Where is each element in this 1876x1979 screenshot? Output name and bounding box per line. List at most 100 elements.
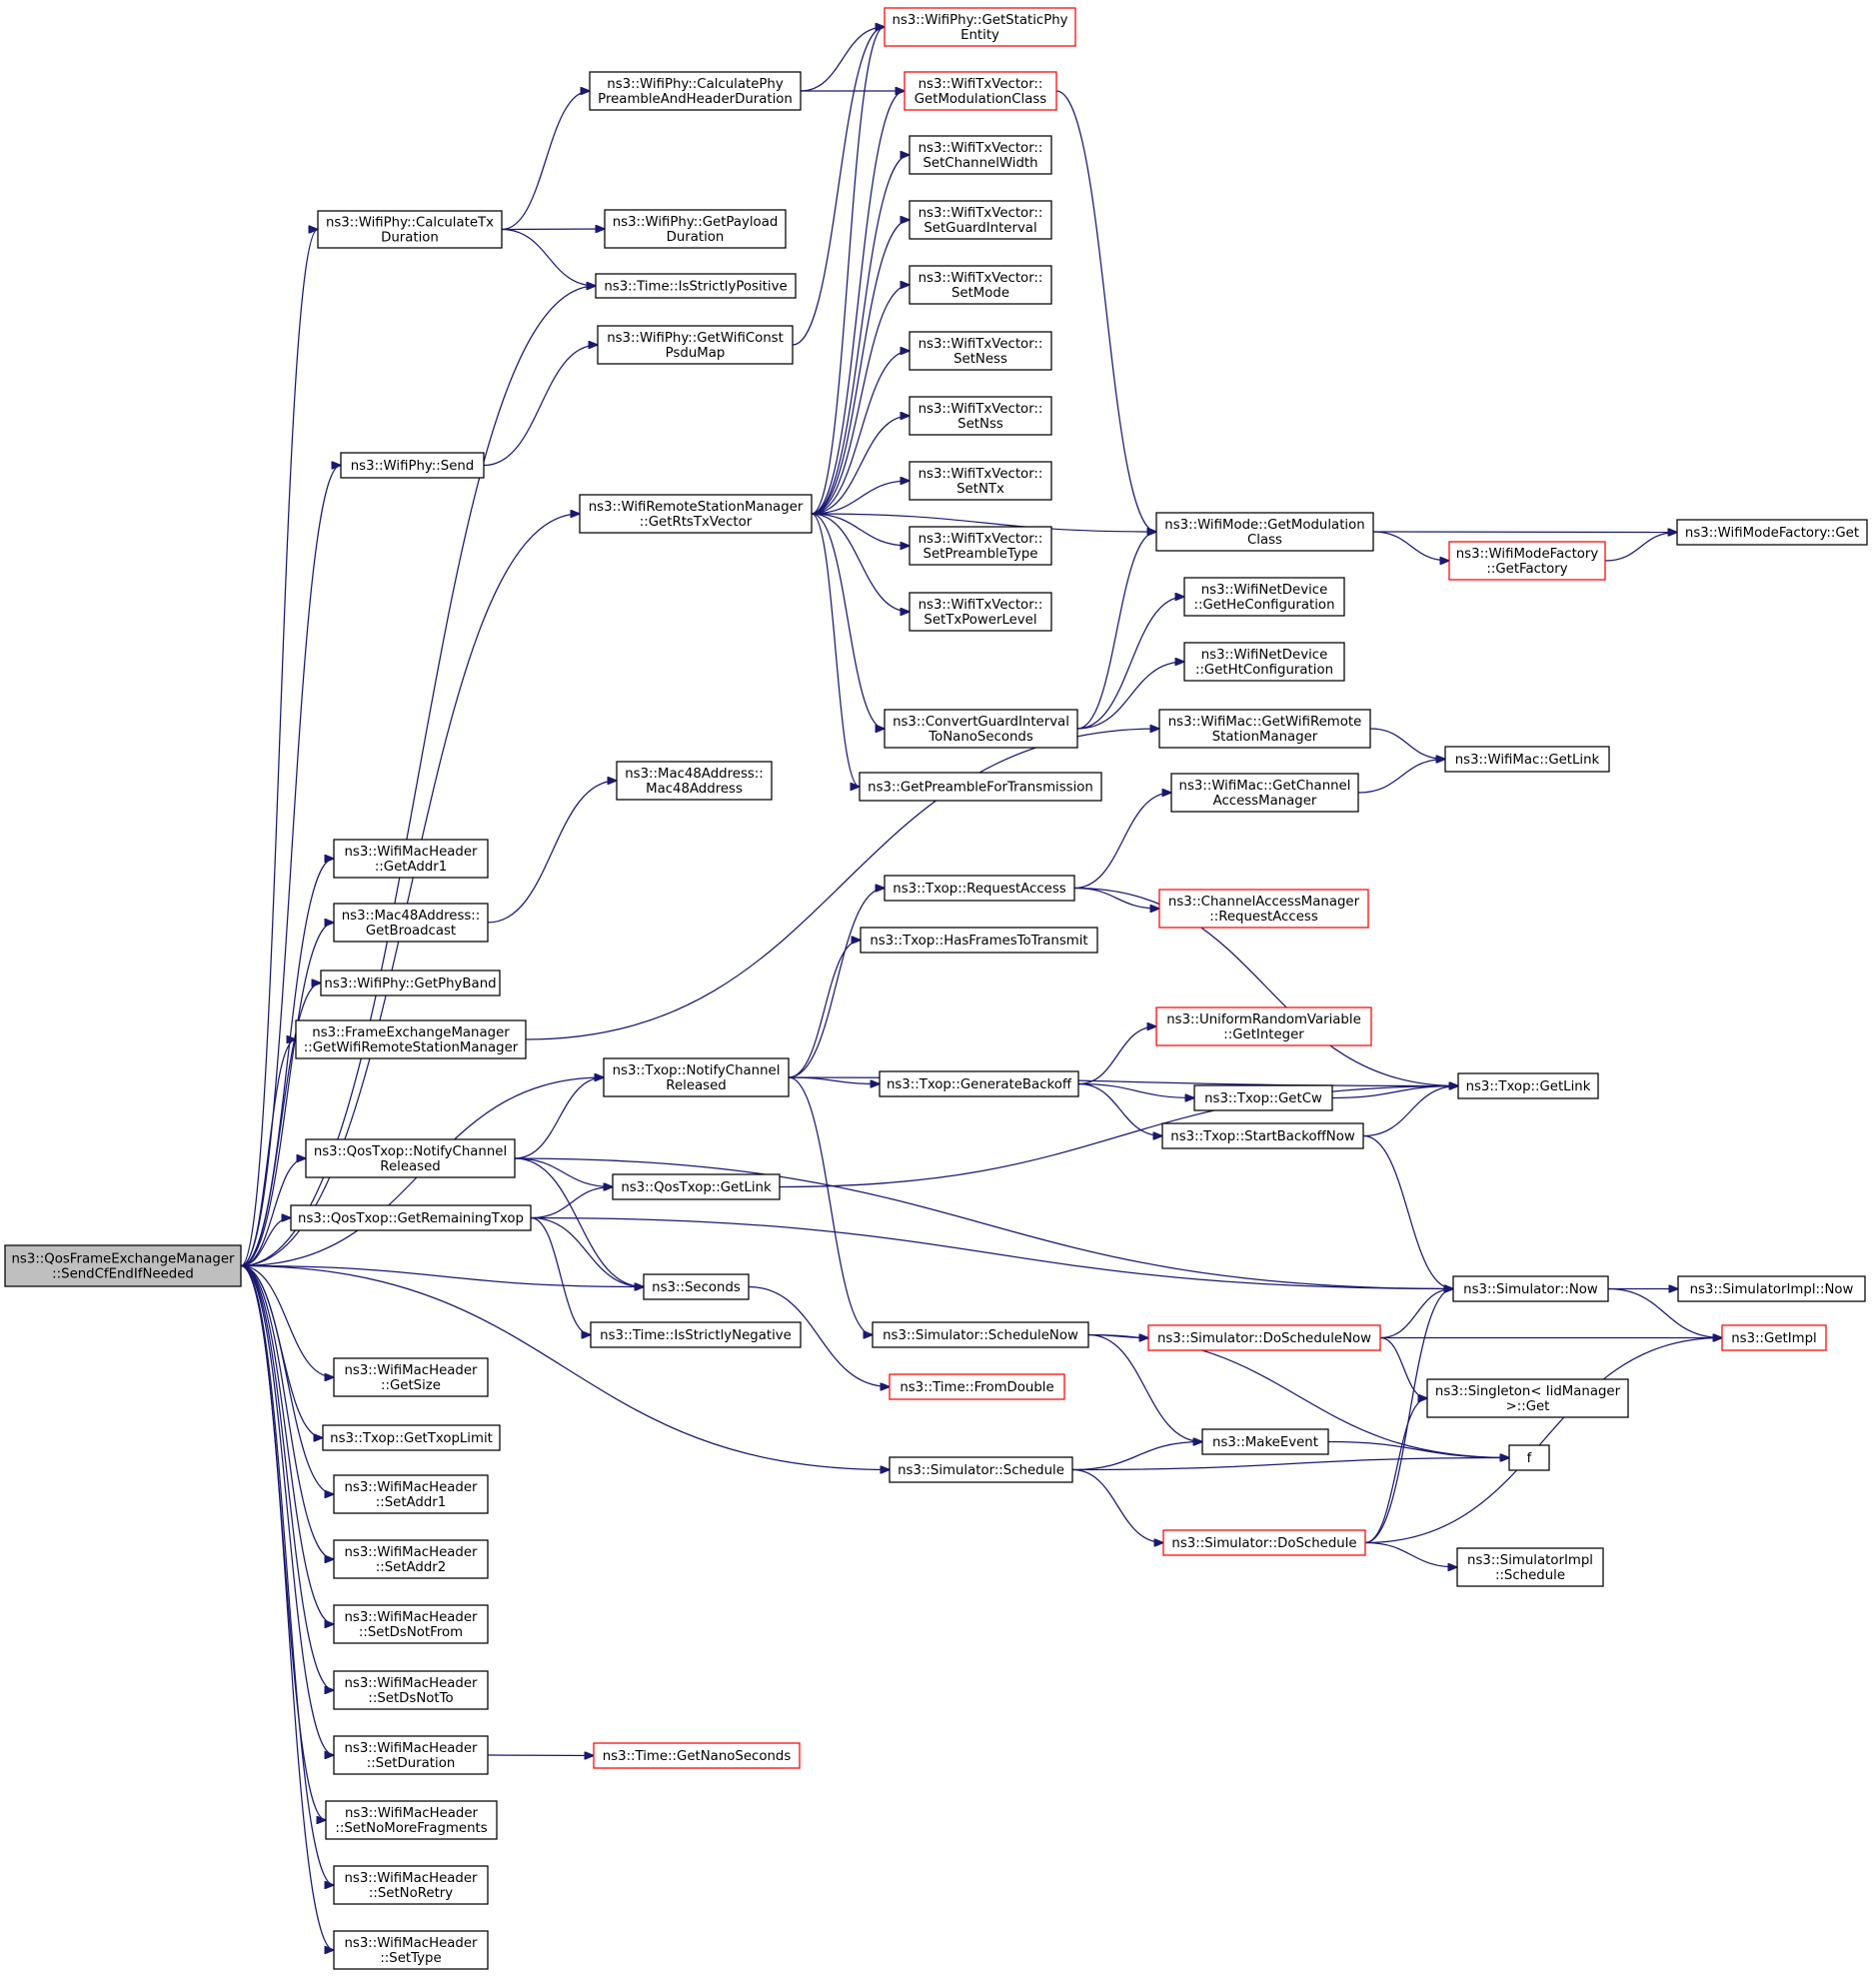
call-node-setNoMore[interactable]: ns3::WifiMacHeader::SetNoMoreFragments xyxy=(325,1800,498,1840)
edge-layer xyxy=(240,27,1722,1950)
call-node-setGI[interactable]: ns3::WifiTxVector::SetGuardInterval xyxy=(909,200,1052,240)
call-node-setTxPow[interactable]: ns3::WifiTxVector::SetTxPowerLevel xyxy=(909,592,1052,632)
node-box xyxy=(333,1930,489,1970)
call-node-seconds[interactable]: ns3::Seconds xyxy=(643,1273,750,1300)
node-label: ns3::WifiTxVector:: xyxy=(919,271,1043,286)
call-edge-convGI-to-getHt xyxy=(1076,662,1184,730)
node-box xyxy=(616,761,773,801)
call-node-simNow[interactable]: ns3::Simulator::Now xyxy=(1452,1275,1609,1302)
call-edge-root-to-seconds xyxy=(240,1264,644,1287)
call-node-getNano[interactable]: ns3::Time::GetNanoSeconds xyxy=(593,1742,801,1769)
call-edge-schedule-to-makeEvent xyxy=(1071,1442,1202,1471)
call-node-qosGetRem[interactable]: ns3::QosTxop::GetRemainingTxop xyxy=(290,1204,532,1231)
node-box xyxy=(1183,577,1345,617)
call-node-uniform[interactable]: ns3::UniformRandomVariable::GetInteger xyxy=(1155,1006,1372,1046)
call-node-calcPre[interactable]: ns3::WifiPhy::CalculatePhyPreambleAndHea… xyxy=(589,71,802,111)
call-node-implSched[interactable]: ns3::SimulatorImpl::Schedule xyxy=(1456,1547,1604,1587)
call-node-isStrictPos[interactable]: ns3::Time::IsStrictlyPositive xyxy=(595,273,797,299)
call-node-getAddr1[interactable]: ns3::WifiMacHeader::GetAddr1 xyxy=(333,839,489,879)
call-node-setNess[interactable]: ns3::WifiTxVector::SetNess xyxy=(909,331,1052,371)
call-node-qosGetLink[interactable]: ns3::QosTxop::GetLink xyxy=(612,1173,781,1200)
call-node-schedule[interactable]: ns3::Simulator::Schedule xyxy=(889,1456,1073,1483)
call-node-setDsNotTo[interactable]: ns3::WifiMacHeader::SetDsNotTo xyxy=(333,1670,489,1710)
call-node-f[interactable]: f xyxy=(1508,1444,1550,1471)
call-node-setType[interactable]: ns3::WifiMacHeader::SetType xyxy=(333,1930,489,1970)
call-node-setNss[interactable]: ns3::WifiTxVector::SetNss xyxy=(909,396,1052,436)
node-label: ns3::QosTxop::GetRemainingTxop xyxy=(298,1211,524,1226)
node-label: ns3::Seconds xyxy=(652,1280,741,1295)
call-node-setDsNotFrom[interactable]: ns3::WifiMacHeader::SetDsNotFrom xyxy=(333,1604,489,1644)
call-node-singleton[interactable]: ns3::Singleton< IidManager >::Get xyxy=(1426,1378,1629,1418)
call-node-setNTx[interactable]: ns3::WifiTxVector::SetNTx xyxy=(909,461,1052,501)
call-node-makeEvent[interactable]: ns3::MakeEvent xyxy=(1201,1428,1329,1455)
node-label: ::GetAddr1 xyxy=(375,860,447,875)
node-label: ns3::QosTxop::GetLink xyxy=(621,1180,772,1195)
call-node-root[interactable]: ns3::QosFrameExchangeManager::SendCfEndI… xyxy=(4,1244,242,1287)
call-node-getPhyBand[interactable]: ns3::WifiPhy::GetPhyBand xyxy=(320,970,501,996)
call-node-getTxopLimit[interactable]: ns3::Txop::GetTxopLimit xyxy=(322,1424,501,1451)
call-edge-schedule-to-doSched xyxy=(1071,1468,1163,1543)
call-node-isStrictNeg[interactable]: ns3::Time::IsStrictlyNegative xyxy=(590,1321,802,1348)
call-node-getBcast[interactable]: ns3::Mac48Address::GetBroadcast xyxy=(333,903,489,943)
call-node-setDuration[interactable]: ns3::WifiMacHeader::SetDuration xyxy=(333,1735,489,1775)
call-node-getHt[interactable]: ns3::WifiNetDevice::GetHtConfiguration xyxy=(1183,642,1345,682)
node-label: ::SetAddr1 xyxy=(376,1495,446,1510)
call-node-camReq[interactable]: ns3::ChannelAccessManager::RequestAccess xyxy=(1158,889,1369,929)
call-edge-send-to-getWifiConst xyxy=(483,345,598,467)
call-node-femGetRsm[interactable]: ns3::FrameExchangeManager::GetWifiRemote… xyxy=(295,1019,527,1059)
call-edge-genBackoff-to-startBackoff xyxy=(1077,1082,1162,1136)
node-box xyxy=(333,1604,489,1644)
call-edge-getRts-to-setNTx xyxy=(811,481,910,515)
node-label: ns3::Txop::GetTxopLimit xyxy=(330,1431,493,1446)
node-layer: ns3::QosFrameExchangeManager::SendCfEndI… xyxy=(4,7,1868,1970)
call-node-setPre[interactable]: ns3::WifiTxVector::SetPreambleType xyxy=(909,526,1052,566)
call-node-reqAccess[interactable]: ns3::Txop::RequestAccess xyxy=(884,875,1075,902)
node-label: ns3::WifiPhy::CalculatePhy xyxy=(607,77,784,92)
call-node-doSchedNow[interactable]: ns3::Simulator::DoScheduleNow xyxy=(1147,1324,1381,1351)
call-node-getCw[interactable]: ns3::Txop::GetCw xyxy=(1193,1084,1333,1111)
call-node-getPreTx[interactable]: ns3::GetPreambleForTransmission xyxy=(859,772,1102,802)
call-node-txopGetLink[interactable]: ns3::Txop::GetLink xyxy=(1457,1072,1599,1099)
node-box xyxy=(333,1670,489,1710)
node-box xyxy=(333,1865,489,1905)
call-node-setChW[interactable]: ns3::WifiTxVector::SetChannelWidth xyxy=(909,135,1052,175)
call-node-macCtor[interactable]: ns3::Mac48Address::Mac48Address xyxy=(616,761,773,801)
node-label: ns3::Time::FromDouble xyxy=(900,1380,1053,1395)
call-node-getSize[interactable]: ns3::WifiMacHeader::GetSize xyxy=(333,1357,489,1397)
call-node-getFactory[interactable]: ns3::WifiModeFactory::GetFactory xyxy=(1448,541,1606,581)
call-node-fromDouble[interactable]: ns3::Time::FromDouble xyxy=(889,1373,1065,1400)
call-node-macGetRsm[interactable]: ns3::WifiMac::GetWifiRemoteStationManage… xyxy=(1158,709,1371,749)
node-box xyxy=(1508,1444,1550,1471)
call-node-hasFrames[interactable]: ns3::Txop::HasFramesToTransmit xyxy=(860,927,1098,954)
call-edge-doSchedNow-to-simNow xyxy=(1379,1289,1453,1339)
call-node-setAddr1[interactable]: ns3::WifiMacHeader::SetAddr1 xyxy=(333,1474,489,1514)
call-node-getImpl[interactable]: ns3::GetImpl xyxy=(1721,1324,1827,1351)
call-node-simImplNow[interactable]: ns3::SimulatorImpl::Now xyxy=(1677,1275,1866,1302)
call-edge-qosGetRem-to-isStrictNeg xyxy=(530,1216,591,1335)
node-box xyxy=(1452,1275,1609,1302)
call-edge-calcTx-to-getPayload xyxy=(501,229,605,230)
call-node-setMode[interactable]: ns3::WifiTxVector::SetMode xyxy=(909,265,1052,305)
call-node-schedNow[interactable]: ns3::Simulator::ScheduleNow xyxy=(872,1321,1089,1348)
call-node-getRts[interactable]: ns3::WifiRemoteStationManager::GetRtsTxV… xyxy=(579,494,813,534)
call-node-getModCls[interactable]: ns3::WifiTxVector::GetModulationClass xyxy=(904,71,1057,111)
call-node-doSched[interactable]: ns3::Simulator::DoSchedule xyxy=(1162,1529,1366,1556)
call-node-startBackoff[interactable]: ns3::Txop::StartBackoffNow xyxy=(1161,1122,1364,1149)
call-node-setAddr2[interactable]: ns3::WifiMacHeader::SetAddr2 xyxy=(333,1539,489,1579)
call-node-send[interactable]: ns3::WifiPhy::Send xyxy=(340,452,485,479)
call-node-factGet[interactable]: ns3::WifiModeFactory::Get xyxy=(1676,519,1868,546)
call-node-macGetLink[interactable]: ns3::WifiMac::GetLink xyxy=(1444,746,1610,773)
call-node-modeGetMod[interactable]: ns3::WifiMode::GetModulationClass xyxy=(1155,512,1374,552)
call-node-genBackoff[interactable]: ns3::Txop::GenerateBackoff xyxy=(879,1070,1079,1097)
call-node-getHe[interactable]: ns3::WifiNetDevice::GetHeConfiguration xyxy=(1183,577,1345,617)
node-label: ns3::FrameExchangeManager xyxy=(312,1025,510,1040)
call-node-setNoRetry[interactable]: ns3::WifiMacHeader::SetNoRetry xyxy=(333,1865,489,1905)
